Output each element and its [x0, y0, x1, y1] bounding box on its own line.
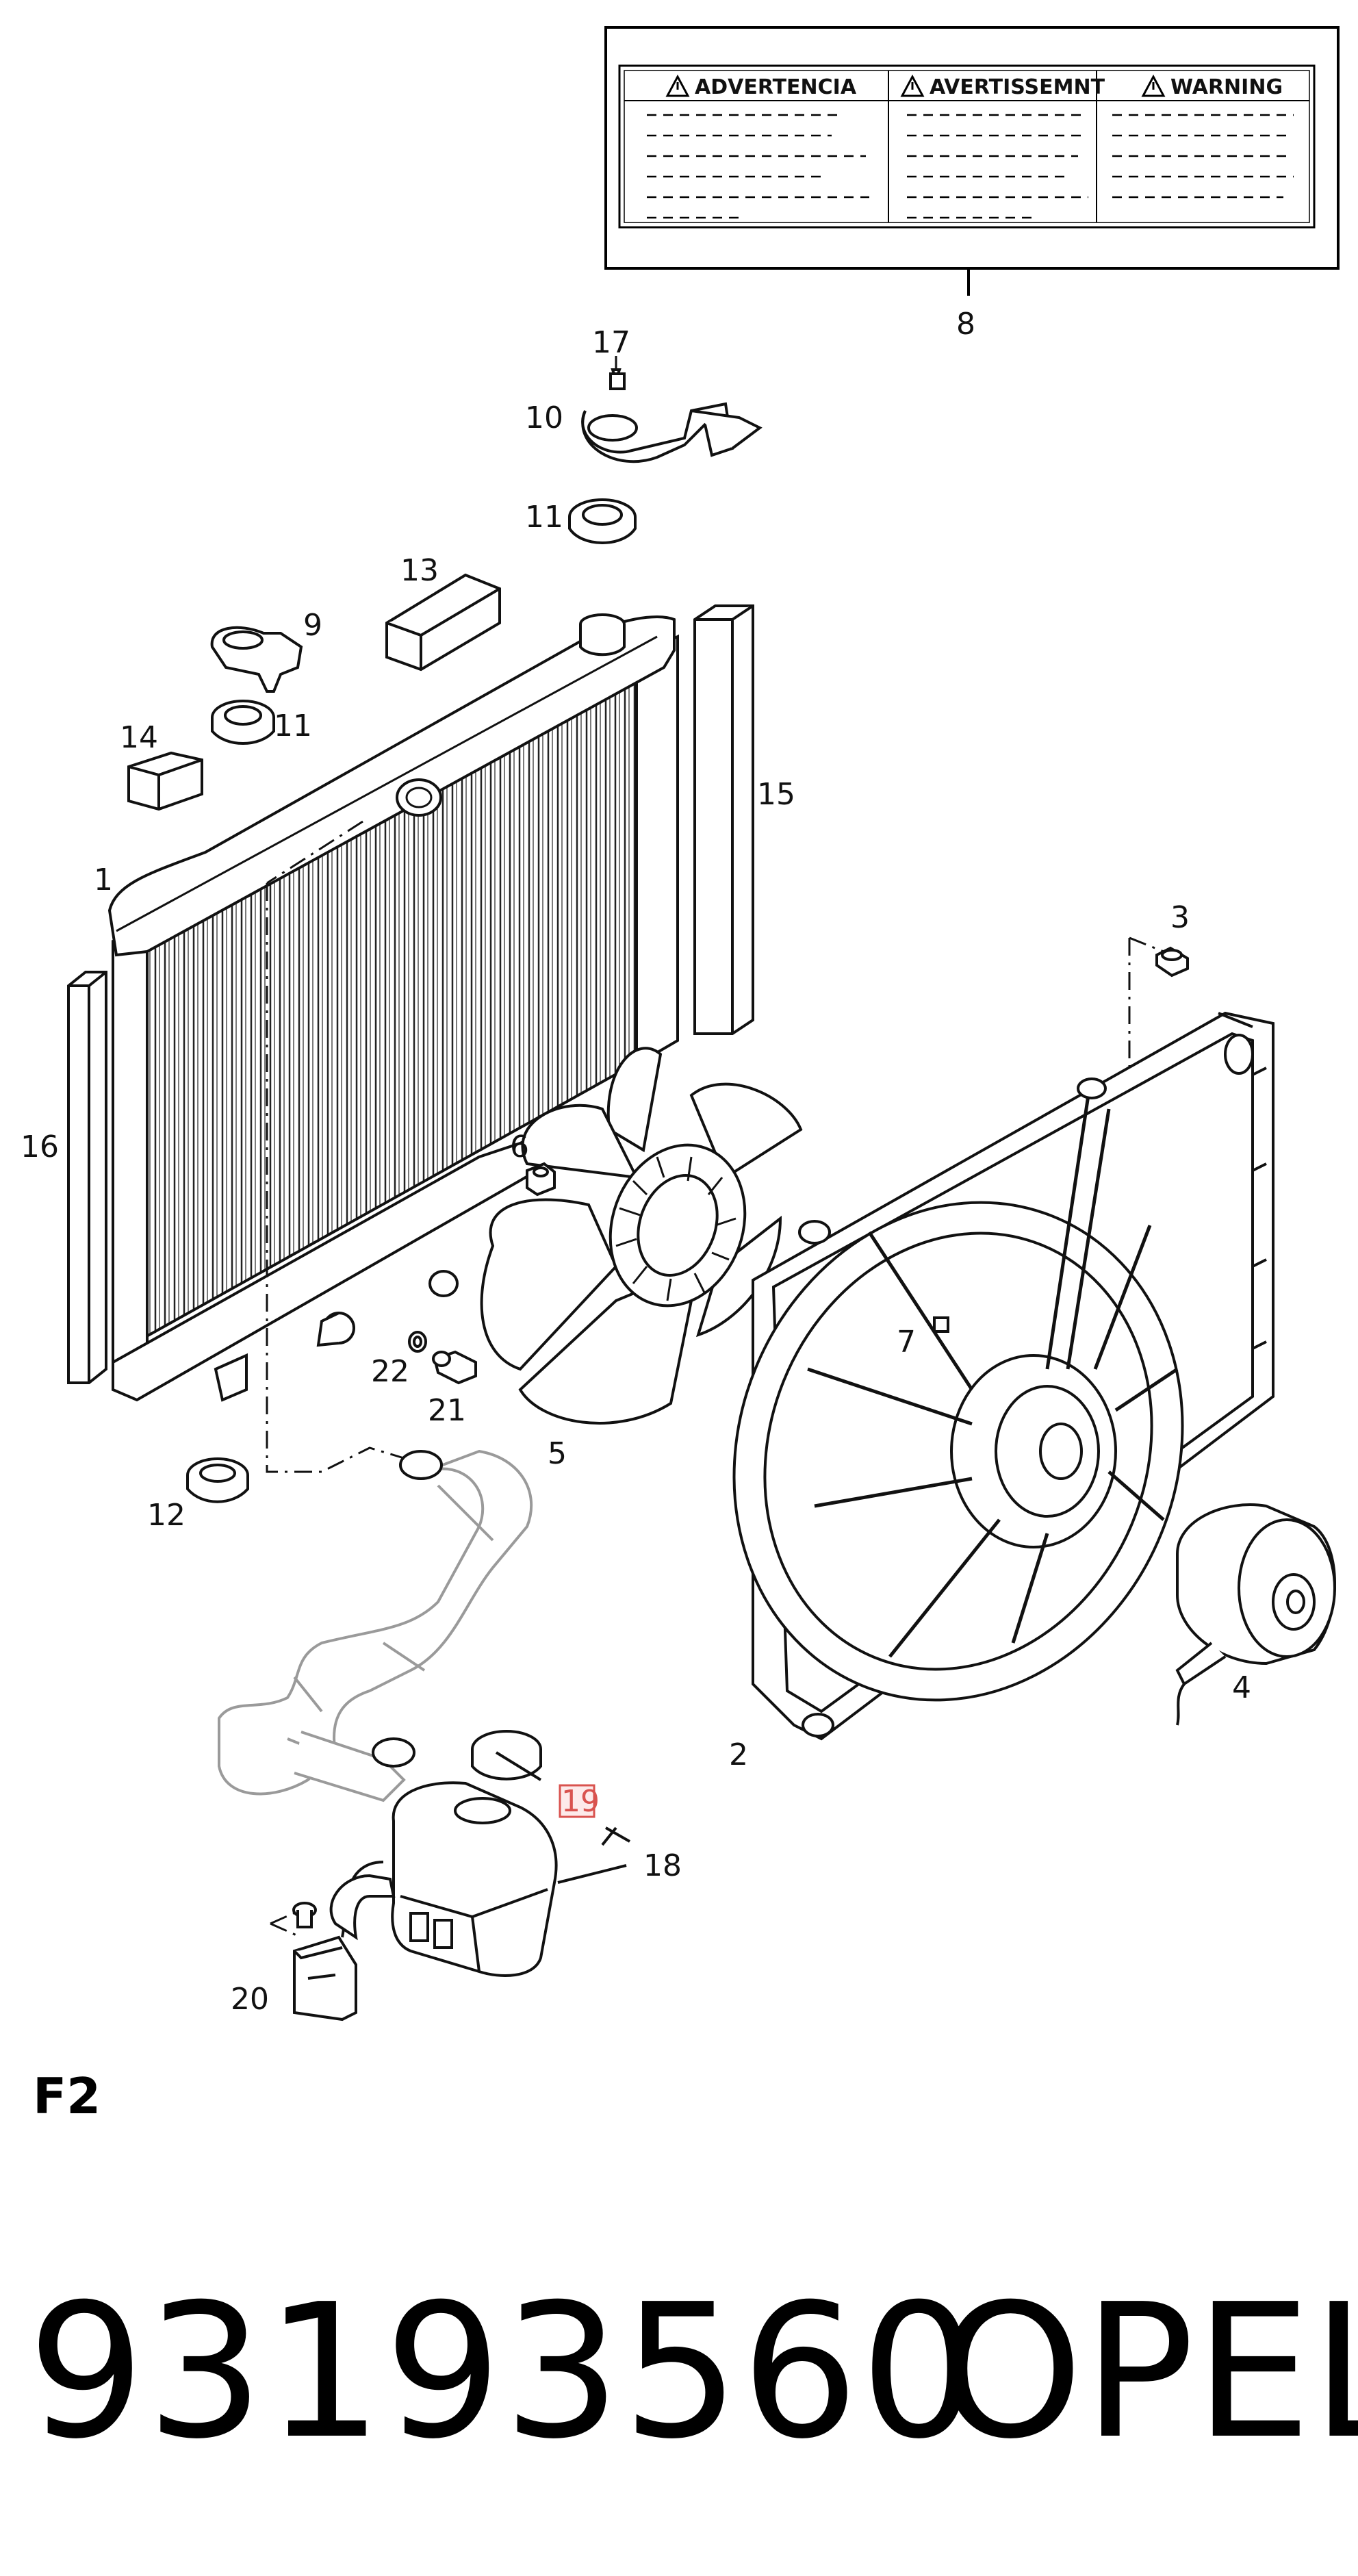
temperature-sensor [432, 1350, 477, 1385]
callout-5: 5 [548, 1436, 567, 1471]
callout-numbers: 8 17 10 11 13 9 11 14 15 1 3 16 6 7 22 2… [21, 307, 1251, 2017]
expansion-tank-bracket [292, 1902, 357, 2022]
warning-column-title-1: ADVERTENCIA [695, 75, 857, 99]
foam-strip-right [693, 604, 754, 1035]
warning-column-title-2: AVERTISSEMNT [930, 75, 1105, 99]
expansion-tank [341, 1781, 558, 1977]
warning-triangle-icon [665, 74, 690, 97]
callout-22: 22 [371, 1354, 409, 1389]
radiator-hose [218, 1449, 533, 1802]
cooling-fan-blade [480, 1047, 803, 1425]
callout-20: 20 [231, 1982, 269, 2017]
callout-9: 9 [303, 608, 322, 643]
callout-14: 14 [120, 720, 158, 755]
expansion-tank-cap [471, 1730, 542, 1781]
callout-21: 21 [428, 1393, 466, 1428]
callout-13: 13 [400, 553, 439, 588]
callout-12: 12 [147, 1498, 185, 1533]
sheet-code: F2 [33, 2067, 101, 2125]
overflow-hose [329, 1874, 396, 1941]
rubber-mount-grommet-side [211, 700, 275, 745]
rubber-mount-grommet-upper [568, 498, 637, 544]
fan-shroud [732, 1011, 1274, 1741]
callout-18: 18 [643, 1848, 682, 1883]
callout-3: 3 [1170, 900, 1190, 935]
callout-17: 17 [592, 325, 630, 360]
fan-motor [1175, 1503, 1336, 1726]
warning-text-lines [647, 114, 1294, 219]
o-ring-seal [408, 1331, 427, 1353]
callout-11: 11 [525, 500, 563, 535]
callout-1: 1 [94, 863, 113, 897]
radiator [107, 613, 679, 1402]
callout-19-highlighted: 19 [561, 1784, 600, 1819]
rubber-mount-grommet-lower [186, 1457, 249, 1503]
foam-strip-left [67, 971, 107, 1384]
brand-name: OPEL [938, 2264, 1358, 2479]
warning-triangle-icon [1141, 74, 1166, 97]
callout-2: 2 [729, 1737, 748, 1772]
callout-4: 4 [1232, 1670, 1251, 1705]
callout-10: 10 [525, 400, 563, 435]
hose-clamp [372, 1450, 443, 1768]
leader-lines [495, 1751, 630, 1884]
upper-mount-bracket [581, 368, 763, 463]
callout-11: 11 [274, 709, 312, 743]
callout-8: 8 [956, 307, 975, 342]
callout-6: 6 [510, 1130, 529, 1164]
foam-block-left [127, 751, 203, 811]
callout-16: 16 [21, 1130, 59, 1164]
warning-label: ADVERTENCIA AVERTISSEMNT WARNING [604, 26, 1340, 296]
callout-7: 7 [897, 1325, 916, 1360]
foam-block-top [385, 573, 501, 672]
warning-column-title-3: WARNING [1170, 75, 1283, 99]
callout-15: 15 [757, 777, 795, 812]
side-mount-bracket [210, 626, 303, 693]
bolt [1155, 946, 1189, 978]
highlight-box [559, 1784, 595, 1818]
part-number: 93193560 [27, 2264, 979, 2479]
warning-triangle-icon [900, 74, 925, 97]
nut [526, 1162, 556, 1197]
